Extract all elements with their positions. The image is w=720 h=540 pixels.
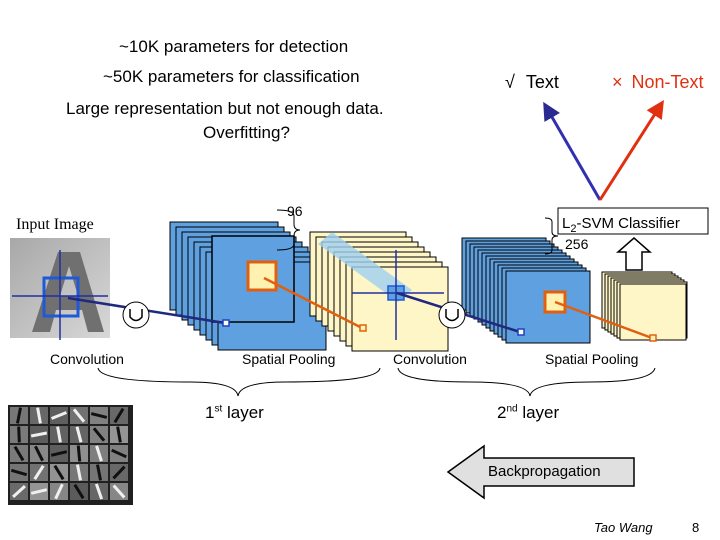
second-layer-label: 2nd layer	[497, 403, 560, 422]
filter-stroke	[17, 426, 21, 443]
filter-stroke	[75, 426, 83, 443]
first-layer-count-bracket	[276, 209, 301, 251]
cross-icon: ×	[612, 72, 623, 92]
nontext-output-label: × Non-Text	[612, 73, 704, 91]
first-layer-label: 1st layer	[205, 403, 264, 422]
first-layer-map-count: 96	[287, 203, 303, 219]
nontext-output-arrow	[598, 99, 664, 201]
classification-parameters-text: ~50K parameters for classification	[103, 67, 360, 86]
union-cup-icon	[122, 301, 150, 329]
overfitting-note-line1: Large representation but not enough data…	[66, 99, 384, 118]
filter-stroke	[95, 445, 103, 462]
text-output-arrow	[543, 101, 602, 201]
filter-stroke	[113, 407, 125, 424]
filter-stroke	[116, 426, 122, 443]
filter-stroke	[76, 445, 82, 462]
filter-stroke	[51, 411, 67, 420]
text-output-word: Text	[525, 72, 559, 92]
pool2-label: Spatial Pooling	[545, 351, 639, 367]
classifier-up-arrow	[616, 237, 652, 271]
union-cup-icon	[438, 301, 466, 329]
filter-stroke	[33, 464, 45, 481]
backpropagation-label: Backpropagation	[488, 463, 601, 480]
conv1-feature-maps	[169, 221, 327, 351]
nontext-output-word: Non-Text	[631, 72, 704, 92]
filter-stroke	[112, 484, 126, 499]
filter-stroke	[96, 464, 102, 481]
conv1-to-pool1-arrow	[263, 276, 363, 330]
filter-stroke	[50, 450, 68, 457]
filter-stroke	[36, 407, 42, 424]
filter-stroke	[13, 445, 25, 462]
filter-stroke	[111, 448, 127, 459]
input-image	[10, 238, 110, 340]
filter-stroke	[30, 431, 48, 438]
text-output-label: √ Text	[505, 73, 559, 91]
filter-stroke	[56, 426, 62, 443]
learned-filters-grid	[8, 405, 133, 505]
filter-stroke	[34, 445, 44, 462]
filter-stroke	[30, 488, 48, 495]
filter-stroke	[94, 483, 104, 500]
conv2-to-pool2-arrow	[554, 300, 653, 340]
conv2-label: Convolution	[393, 351, 467, 367]
filter-stroke	[112, 465, 126, 480]
pool1-feature-maps	[309, 231, 449, 352]
first-layer-brace	[97, 367, 381, 397]
left-arrow-icon	[446, 444, 635, 500]
filter-stroke	[54, 483, 64, 500]
page-number: 8	[692, 520, 700, 535]
pool2-feature-maps	[601, 271, 688, 341]
detection-parameters-text: ~10K parameters for detection	[119, 37, 349, 56]
pool1-label: Spatial Pooling	[242, 351, 336, 367]
author-name: Tao Wang	[594, 520, 653, 535]
filter-stroke	[16, 407, 22, 424]
filter-stroke	[72, 408, 86, 423]
input-image-label: Input Image	[16, 216, 94, 233]
filter-stroke	[90, 412, 108, 419]
conv1-label: Convolution	[50, 351, 124, 367]
filter-stroke	[75, 464, 83, 481]
check-icon: √	[505, 72, 515, 92]
filter-stroke	[73, 483, 85, 500]
svm-classifier-box: L2-SVM Classifier	[557, 207, 709, 235]
filter-stroke	[12, 485, 26, 498]
overfitting-note-line2: Overfitting?	[203, 123, 290, 142]
filter-stroke	[92, 427, 106, 442]
filter-stroke	[10, 468, 28, 477]
filter-stroke	[53, 464, 65, 481]
conv2-feature-maps	[461, 237, 591, 344]
second-layer-map-count: 256	[565, 236, 589, 252]
second-layer-brace	[397, 367, 656, 397]
second-layer-count-bracket	[544, 217, 559, 255]
svg-text:L2-SVM Classifier: L2-SVM Classifier	[562, 215, 680, 235]
